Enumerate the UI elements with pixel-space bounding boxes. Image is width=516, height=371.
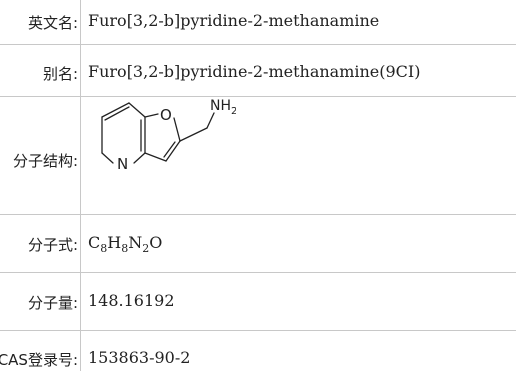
formula-label: 分子式: (27, 236, 78, 254)
amine-group-label: NH2 (210, 98, 236, 117)
formula-hydrogen-count: 8 (121, 242, 129, 255)
row-divider (0, 44, 516, 45)
english-name-label: 英文名: (27, 14, 78, 32)
row-divider (0, 272, 516, 273)
english-name-value: Furo[3,2-b]pyridine-2-methanamine (88, 11, 380, 30)
structure-label: 分子结构: (12, 152, 78, 170)
formula-carbon-count: 8 (100, 242, 108, 255)
formula-carbon: C (88, 233, 101, 252)
molecular-structure-diagram: O N NH2 (101, 98, 236, 173)
cas-label: CAS登录号: (0, 351, 78, 369)
row-divider (0, 96, 516, 97)
column-divider (80, 0, 81, 371)
alias-value: Furo[3,2-b]pyridine-2-methanamine(9CI) (88, 62, 421, 81)
weight-label: 分子量: (27, 294, 78, 312)
row-divider (0, 214, 516, 215)
formula-oxygen: O (149, 233, 163, 252)
formula-value: C8H8N2O (88, 233, 163, 255)
weight-value: 148.16192 (88, 291, 175, 310)
formula-nitrogen: N (128, 233, 143, 252)
formula-hydrogen: H (107, 233, 122, 252)
cas-value: 153863-90-2 (88, 348, 191, 367)
row-divider (0, 330, 516, 331)
alias-label: 别名: (42, 65, 78, 83)
formula-nitrogen-count: 2 (142, 242, 150, 255)
amine-subscript: 2 (231, 106, 236, 117)
oxygen-atom-label: O (160, 106, 172, 124)
nitrogen-atom-label: N (117, 155, 128, 173)
amine-text: NH (210, 98, 231, 114)
